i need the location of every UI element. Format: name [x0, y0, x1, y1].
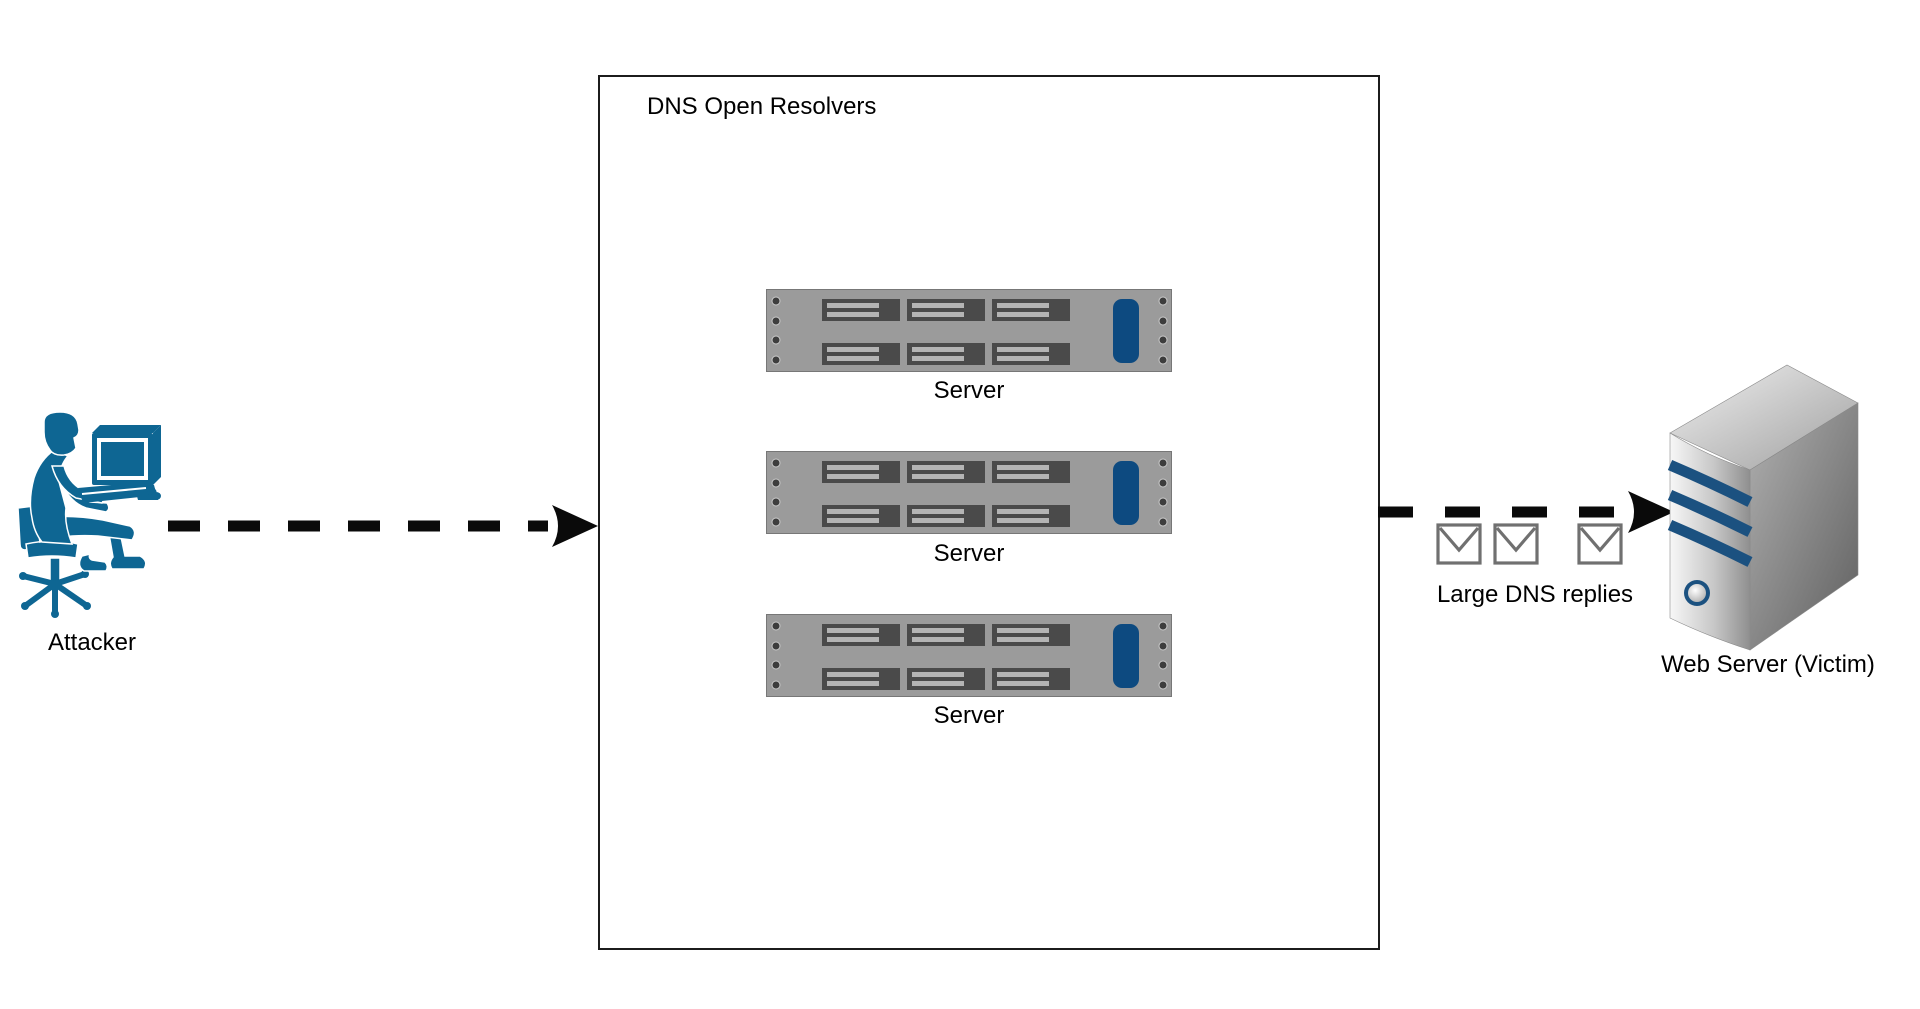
attacker-icon	[17, 411, 161, 618]
reply-arrow	[1378, 491, 1674, 533]
server-rack-icon	[766, 289, 1172, 372]
arrowhead-icon	[1628, 491, 1674, 533]
web-server-icon	[1667, 364, 1859, 651]
resolver-box-title: DNS Open Resolvers	[647, 93, 877, 120]
web-server-label: Web Server (Victim)	[1661, 651, 1875, 678]
server-label: Server	[933, 540, 1005, 567]
attacker-label: Attacker	[47, 629, 137, 656]
server-label: Server	[933, 702, 1005, 729]
envelope-icon	[1436, 523, 1482, 565]
large-dns-replies-label: Large DNS replies	[1436, 581, 1634, 608]
server-rack-icon	[766, 614, 1172, 697]
attack-arrow	[168, 505, 598, 547]
envelope-icon	[1493, 523, 1539, 565]
arrowhead-icon	[552, 505, 598, 547]
envelope-icon	[1577, 523, 1623, 565]
server-rack-icon	[766, 451, 1172, 534]
server-label: Server	[933, 377, 1005, 404]
